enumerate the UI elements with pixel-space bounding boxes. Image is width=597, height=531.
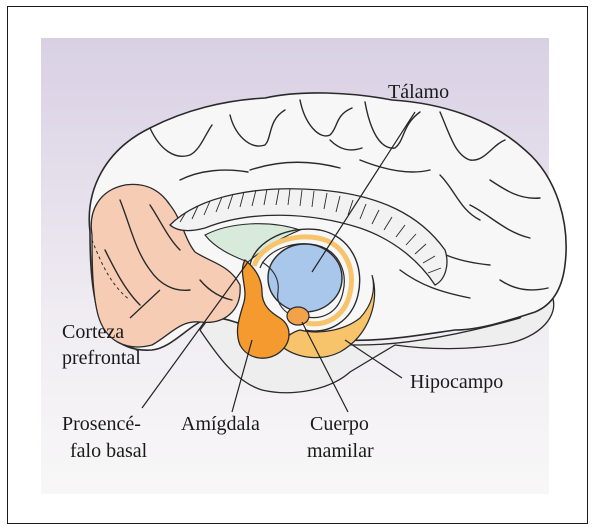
label-amigdala: Amígdala — [181, 413, 260, 435]
label-talamo: Tálamo — [388, 81, 449, 103]
label-corteza-line2: prefrontal — [62, 347, 141, 369]
label-corteza-line1: Corteza — [62, 321, 124, 343]
label-hipocampo: Hipocampo — [410, 371, 503, 393]
label-cuerpo-line2: mamilar — [307, 440, 374, 462]
label-cuerpo-line1: Cuerpo — [310, 413, 369, 435]
mammillary-body — [287, 307, 309, 325]
label-prosencefalo-line1: Prosencé- — [62, 413, 141, 435]
label-prosencefalo-line2: falo basal — [70, 440, 148, 462]
